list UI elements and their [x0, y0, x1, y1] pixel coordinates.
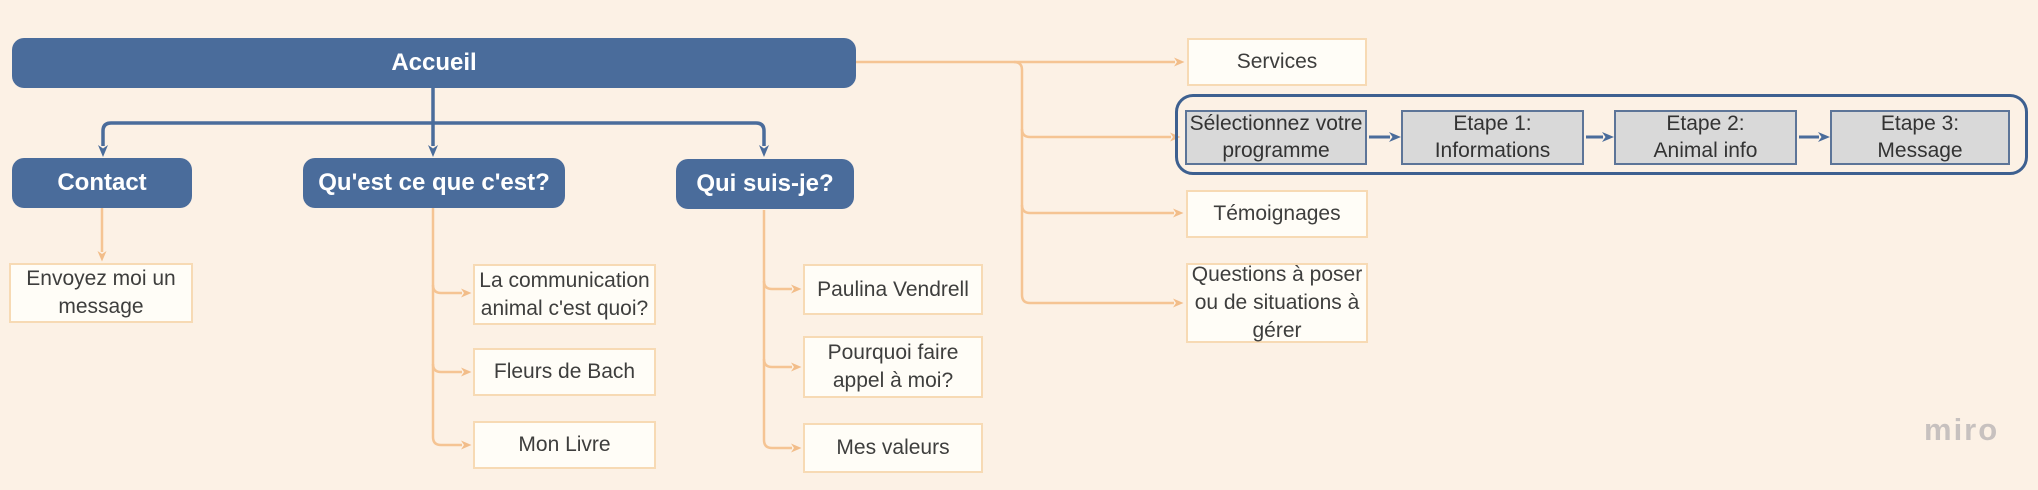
miro-watermark-logo: miro: [1924, 412, 2000, 447]
connector-quest-livre[interactable]: [431, 208, 472, 450]
node-accueil[interactable]: Accueil: [12, 38, 856, 88]
node-temoignages-label: Témoignages: [1213, 202, 1341, 226]
node-quest-ce-que-cest[interactable]: Qu'est ce que c'est?: [303, 158, 565, 208]
node-etape3-label: Etape 3: Message: [1877, 111, 1963, 162]
node-contact-label: Contact: [57, 168, 147, 196]
connector-qui-paulina[interactable]: [762, 280, 802, 294]
node-contact[interactable]: Contact: [12, 158, 192, 208]
connector-accueil-contact[interactable]: [98, 121, 433, 157]
node-qui-suis-je[interactable]: Qui suis-je?: [676, 159, 854, 209]
connector-quest-communication[interactable]: [431, 284, 472, 298]
connector-quest-fleurs[interactable]: [431, 363, 472, 377]
node-pourquoi-faire-appel[interactable]: Pourquoi faire appel à moi?: [803, 336, 983, 398]
node-services[interactable]: Services: [1187, 38, 1367, 86]
node-livre-label: Mon Livre: [518, 433, 611, 457]
node-mes-valeurs[interactable]: Mes valeurs: [803, 423, 983, 473]
connector-accueil-programme[interactable]: [1020, 128, 1181, 142]
node-valeurs-label: Mes valeurs: [836, 436, 950, 460]
node-fleurs-de-bach[interactable]: Fleurs de Bach: [473, 348, 656, 396]
node-questions-label: Questions à poser ou de situations à gér…: [1191, 263, 1363, 342]
node-paulina-label: Paulina Vendrell: [817, 277, 969, 301]
node-paulina-vendrell[interactable]: Paulina Vendrell: [803, 264, 983, 315]
node-pourquoi-label: Pourquoi faire appel à moi?: [827, 341, 959, 392]
node-accueil-label: Accueil: [391, 48, 477, 76]
node-fleurs-label: Fleurs de Bach: [493, 360, 636, 384]
connector-accueil-questions[interactable]: [1013, 60, 1184, 308]
node-communication-animal[interactable]: La communication animal c'est quoi?: [473, 264, 656, 325]
node-etape1-informations[interactable]: Etape 1: Informations: [1401, 110, 1584, 165]
node-etape1-label: Etape 1: Informations: [1434, 111, 1551, 162]
node-envoyez-label: Envoyez moi un message: [26, 267, 176, 318]
node-programme-label: Sélectionnez votre programme: [1189, 111, 1363, 162]
node-temoignages[interactable]: Témoignages: [1186, 190, 1368, 238]
node-questions-a-poser[interactable]: Questions à poser ou de situations à gér…: [1186, 263, 1368, 343]
node-selectionnez-programme[interactable]: Sélectionnez votre programme: [1185, 110, 1367, 165]
connector-qui-valeurs[interactable]: [762, 210, 802, 453]
node-communication-label: La communication animal c'est quoi?: [479, 268, 650, 320]
node-etape2-label: Etape 2: Animal info: [1653, 111, 1758, 162]
connector-accueil-temoignages[interactable]: [1020, 204, 1184, 218]
node-mon-livre[interactable]: Mon Livre: [473, 421, 656, 469]
programme-flow-group[interactable]: [1175, 94, 2028, 175]
node-envoyez-message[interactable]: Envoyez moi un message: [9, 263, 193, 323]
node-etape3-message[interactable]: Etape 3: Message: [1830, 110, 2010, 165]
connector-qui-pourquoi[interactable]: [762, 358, 802, 372]
connector-accueil-qui-suis-je[interactable]: [433, 121, 769, 157]
node-qui-suis-je-label: Qui suis-je?: [696, 169, 834, 197]
node-quest-label: Qu'est ce que c'est?: [318, 168, 550, 196]
node-etape2-animal-info[interactable]: Etape 2: Animal info: [1614, 110, 1797, 165]
node-services-label: Services: [1236, 50, 1318, 74]
